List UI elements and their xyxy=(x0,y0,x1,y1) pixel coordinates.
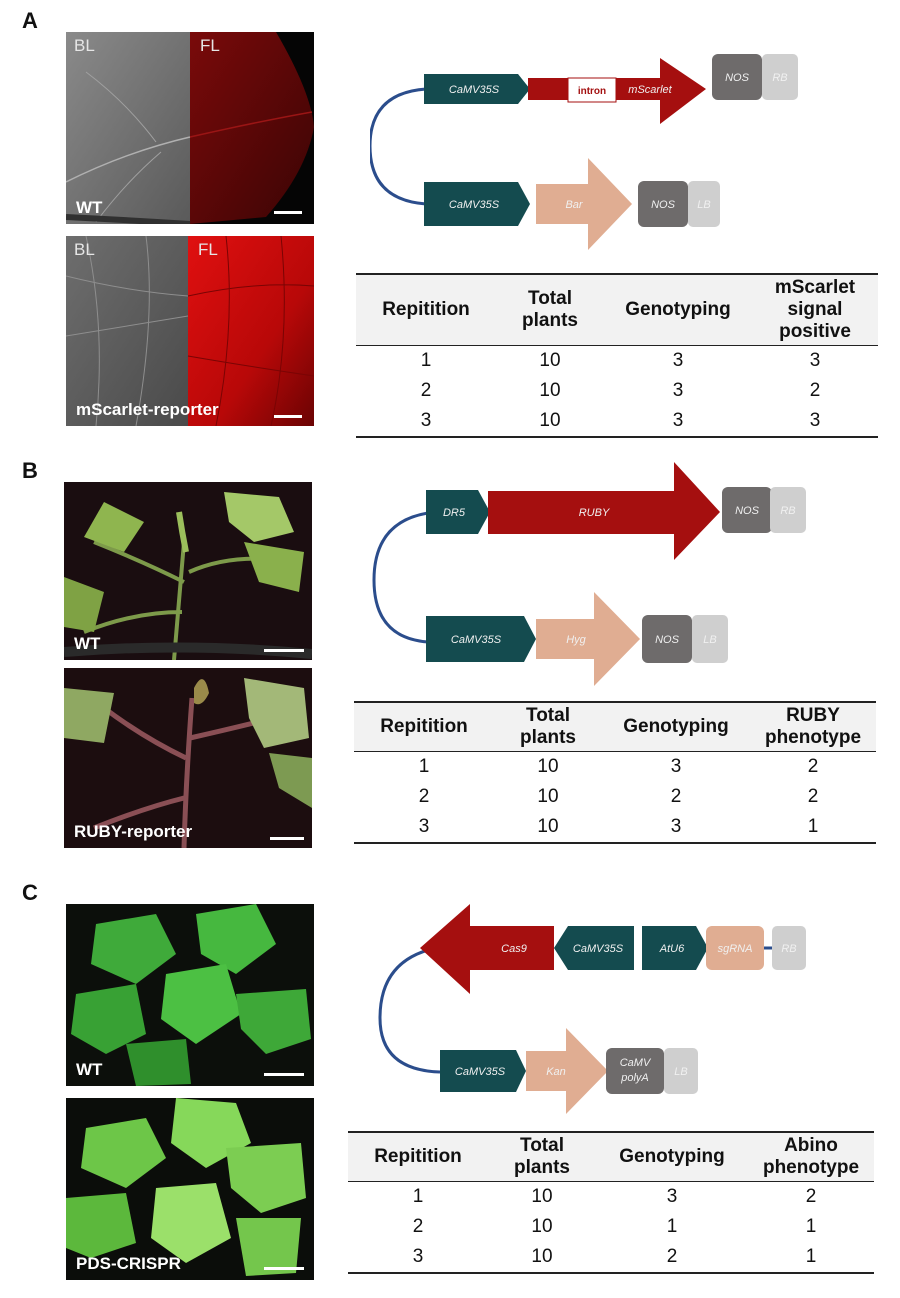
panel-letter-b: B xyxy=(22,458,38,483)
scale-bar xyxy=(264,649,304,652)
bl-label: BL xyxy=(74,36,95,55)
atu6-promoter-label: AtU6 xyxy=(659,943,685,955)
column-header: Repitition xyxy=(348,1132,488,1182)
column-header: Genotyping xyxy=(602,702,750,752)
bl-label: BL xyxy=(74,240,95,259)
lb-label: LB xyxy=(697,199,710,211)
hyg-gene-label: Hyg xyxy=(566,634,586,646)
rb-label: RB xyxy=(780,505,795,517)
nos-terminator-label: NOS xyxy=(735,505,760,517)
construct-diagram-c: Cas9 CaMV35S AtU6 sgRNA RB CaMV35S Kan C… xyxy=(370,900,810,1125)
intron-label: intron xyxy=(578,86,606,97)
camv35s-promoter-label: CaMV35S xyxy=(573,943,624,955)
camv35s-promoter-label: CaMV35S xyxy=(449,84,500,96)
photo-caption: WT xyxy=(76,1060,103,1079)
photo-caption: mScarlet-reporter xyxy=(76,400,219,419)
camv35s-promoter-label: CaMV35S xyxy=(451,634,502,646)
dr5-promoter-label: DR5 xyxy=(443,507,466,519)
column-header: Repitition xyxy=(354,702,494,752)
construct-diagram-b: DR5 RUBY NOS RB CaMV35S Hyg NOS LB xyxy=(370,462,810,697)
fl-label: FL xyxy=(198,240,218,259)
ruby-gene-label: RUBY xyxy=(579,507,610,519)
photo-caption: PDS-CRISPR xyxy=(76,1254,181,1273)
lb-label: LB xyxy=(703,634,716,646)
nos-terminator-label: NOS xyxy=(655,634,680,646)
kan-gene-label: Kan xyxy=(546,1066,566,1078)
photo-caption: RUBY-reporter xyxy=(74,822,193,841)
column-header: Repitition xyxy=(356,274,496,346)
scale-bar xyxy=(274,415,302,418)
rb-label: RB xyxy=(772,72,787,84)
camv35s-promoter-label: CaMV35S xyxy=(455,1066,506,1078)
panel-letter-a: A xyxy=(22,8,38,33)
wt-plant-photo: WT xyxy=(66,904,314,1086)
pds-crispr-plant-photo: PDS-CRISPR xyxy=(66,1098,314,1280)
sgrna-label: sgRNA xyxy=(718,943,753,955)
ruby-plant-photo: RUBY-reporter xyxy=(64,668,312,848)
nos-terminator-label: NOS xyxy=(651,199,676,211)
rb-label: RB xyxy=(781,943,796,955)
scale-bar xyxy=(274,211,302,214)
lb-label: LB xyxy=(674,1066,687,1078)
column-header: Genotyping xyxy=(604,274,752,346)
fl-label: FL xyxy=(200,36,220,55)
scale-bar xyxy=(264,1267,304,1270)
wt-plant-photo: WT xyxy=(64,482,312,660)
construct-diagram-a: CaMV35S intron mScarlet NOS RB CaMV35S B… xyxy=(368,28,810,263)
panel-letter-c: C xyxy=(22,880,38,905)
nos-terminator-label: NOS xyxy=(725,72,750,84)
photo-caption: WT xyxy=(74,634,101,653)
cas9-gene-label: Cas9 xyxy=(501,943,527,955)
mscarlet-fluorescence-photo: BL FL mScarlet-reporter xyxy=(66,236,314,426)
photo-caption: WT xyxy=(76,198,103,217)
scale-bar xyxy=(264,1073,304,1076)
camv-polya-label: CaMV xyxy=(620,1057,652,1069)
bar-gene-label: Bar xyxy=(565,199,583,211)
mscarlet-label: mScarlet xyxy=(628,84,672,96)
camv-polya-label: polyA xyxy=(620,1072,649,1084)
wt-fluorescence-photo: BL FL WT xyxy=(66,32,314,224)
column-header: Genotyping xyxy=(596,1132,748,1182)
camv35s-promoter-label: CaMV35S xyxy=(449,199,500,211)
scale-bar xyxy=(270,837,304,840)
